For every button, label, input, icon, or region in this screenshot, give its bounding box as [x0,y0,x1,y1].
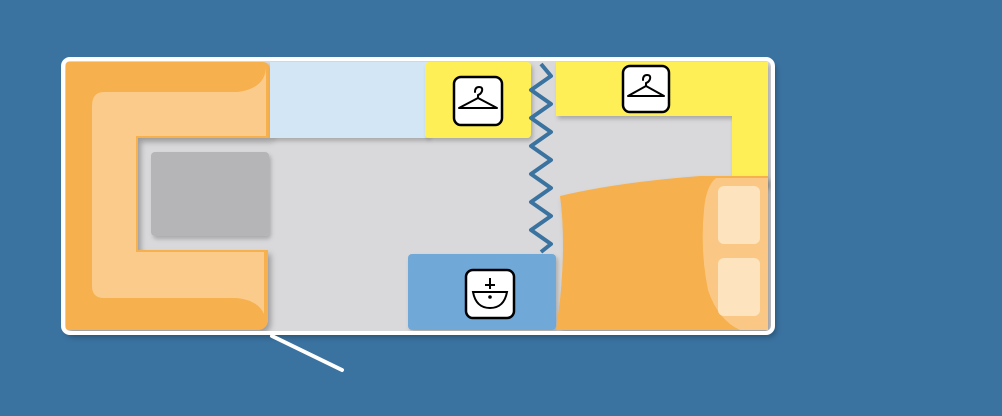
u-seating [66,62,270,330]
bed [556,176,768,330]
pillow-top [718,186,760,244]
door[interactable] [270,334,344,372]
wardrobe-right [556,62,768,186]
partition-curtain [529,62,553,254]
pillow-bottom [718,258,760,316]
caravan-outline [61,57,775,335]
kitchen-counter [270,62,428,138]
sink-icon [464,268,516,320]
hanger-icon [621,64,671,114]
hanger-icon [452,75,504,127]
dining-table [151,152,269,236]
